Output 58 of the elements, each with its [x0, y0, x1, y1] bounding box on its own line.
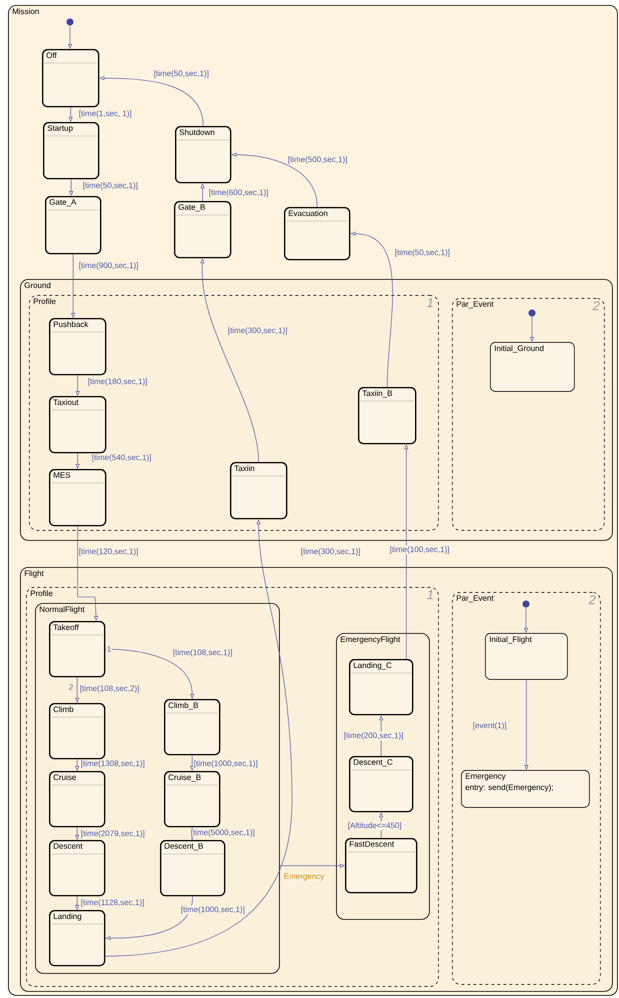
edge-label: [time(5000,sec,1)]	[190, 828, 256, 838]
state-box: Evacuation	[284, 207, 350, 260]
state-box: Cruise	[49, 771, 106, 828]
order-number: 1	[426, 590, 433, 600]
default-transition-dot	[66, 18, 74, 26]
order-number: 2	[588, 595, 596, 604]
edge-label: [time(500,sec,1)]	[287, 156, 348, 164]
state-box: Landing	[49, 910, 106, 966]
state-box: Taxiout	[49, 396, 106, 454]
state-box: Takeoff	[49, 621, 106, 678]
order-number: 1	[426, 298, 433, 308]
state-box: Landing_C	[349, 659, 414, 716]
state-box: Shutdown	[175, 126, 232, 184]
state-box: Descent_B	[160, 840, 226, 896]
state-box: MES	[49, 469, 106, 526]
edge-label: [time(200,sec,1)]	[343, 732, 404, 740]
state-box: Initial_Flight	[485, 633, 568, 680]
state-box: FastDescent	[345, 838, 418, 894]
priority-number: 1	[106, 646, 112, 652]
state-box: Taxiin_B	[358, 387, 416, 444]
edge-label: [time(180,sec,1)]	[87, 378, 148, 386]
state-box: Descent	[49, 840, 106, 896]
state-box: Climb_B	[164, 699, 220, 756]
edge-label: [time(600,sec,1)]	[208, 188, 269, 198]
edge-label: [time(1308,sec,1)]	[80, 760, 146, 768]
state-box: Emergency entry: send(Emergency);	[461, 770, 590, 808]
edge-label: [time(120,sec,1)]	[78, 548, 139, 556]
state-box: Cruise_B	[164, 771, 220, 828]
edge-label: [Altitude<=450]	[347, 822, 402, 830]
state-box: Off	[42, 49, 100, 108]
state-box: Gate_A	[45, 196, 102, 254]
state-box: Descent_C	[349, 756, 414, 812]
default-transition-dot	[522, 600, 530, 608]
order-number: 2	[592, 301, 600, 310]
state-box: Gate_B	[174, 201, 232, 258]
state-box: Climb	[49, 703, 106, 760]
edge-label: [time(300,sec,1)]	[227, 326, 288, 336]
state-box: Taxiin	[230, 462, 288, 520]
edge-label: [event(1)]	[472, 722, 508, 730]
edge-label: [time(2079,sec,1)]	[80, 830, 146, 838]
edge-label: [time(1000,sec,1)]	[193, 760, 258, 768]
state-box: Pushback	[49, 318, 106, 376]
state-box: Initial_Ground	[490, 342, 575, 392]
edge-label: [time(300,sec,1)]	[300, 548, 361, 556]
state-box: Startup	[43, 122, 100, 180]
edge-label: [time(108,sec,1)]	[172, 648, 233, 658]
priority-number: 2	[68, 684, 74, 690]
default-transition-dot	[528, 310, 536, 316]
edge-label: [time(50,sec,1)]	[153, 70, 210, 78]
edge-label: [time(100,sec,1)]	[389, 546, 450, 554]
edge-label: [time(1000,sec,1)]	[180, 906, 246, 914]
edge-label: [time(1128,sec,1)]	[80, 898, 145, 908]
edge-label: [time(1,sec, 1)]	[78, 110, 132, 118]
edge-label: [time(108,sec,2)]	[79, 684, 140, 694]
edge-label: [time(50,sec,1)]	[394, 248, 451, 258]
edge-label: [time(900,sec,1)]	[78, 262, 139, 270]
edge-label: [time(50,sec,1)]	[82, 182, 139, 190]
edge-label: [time(540,sec,1)]	[91, 454, 152, 462]
